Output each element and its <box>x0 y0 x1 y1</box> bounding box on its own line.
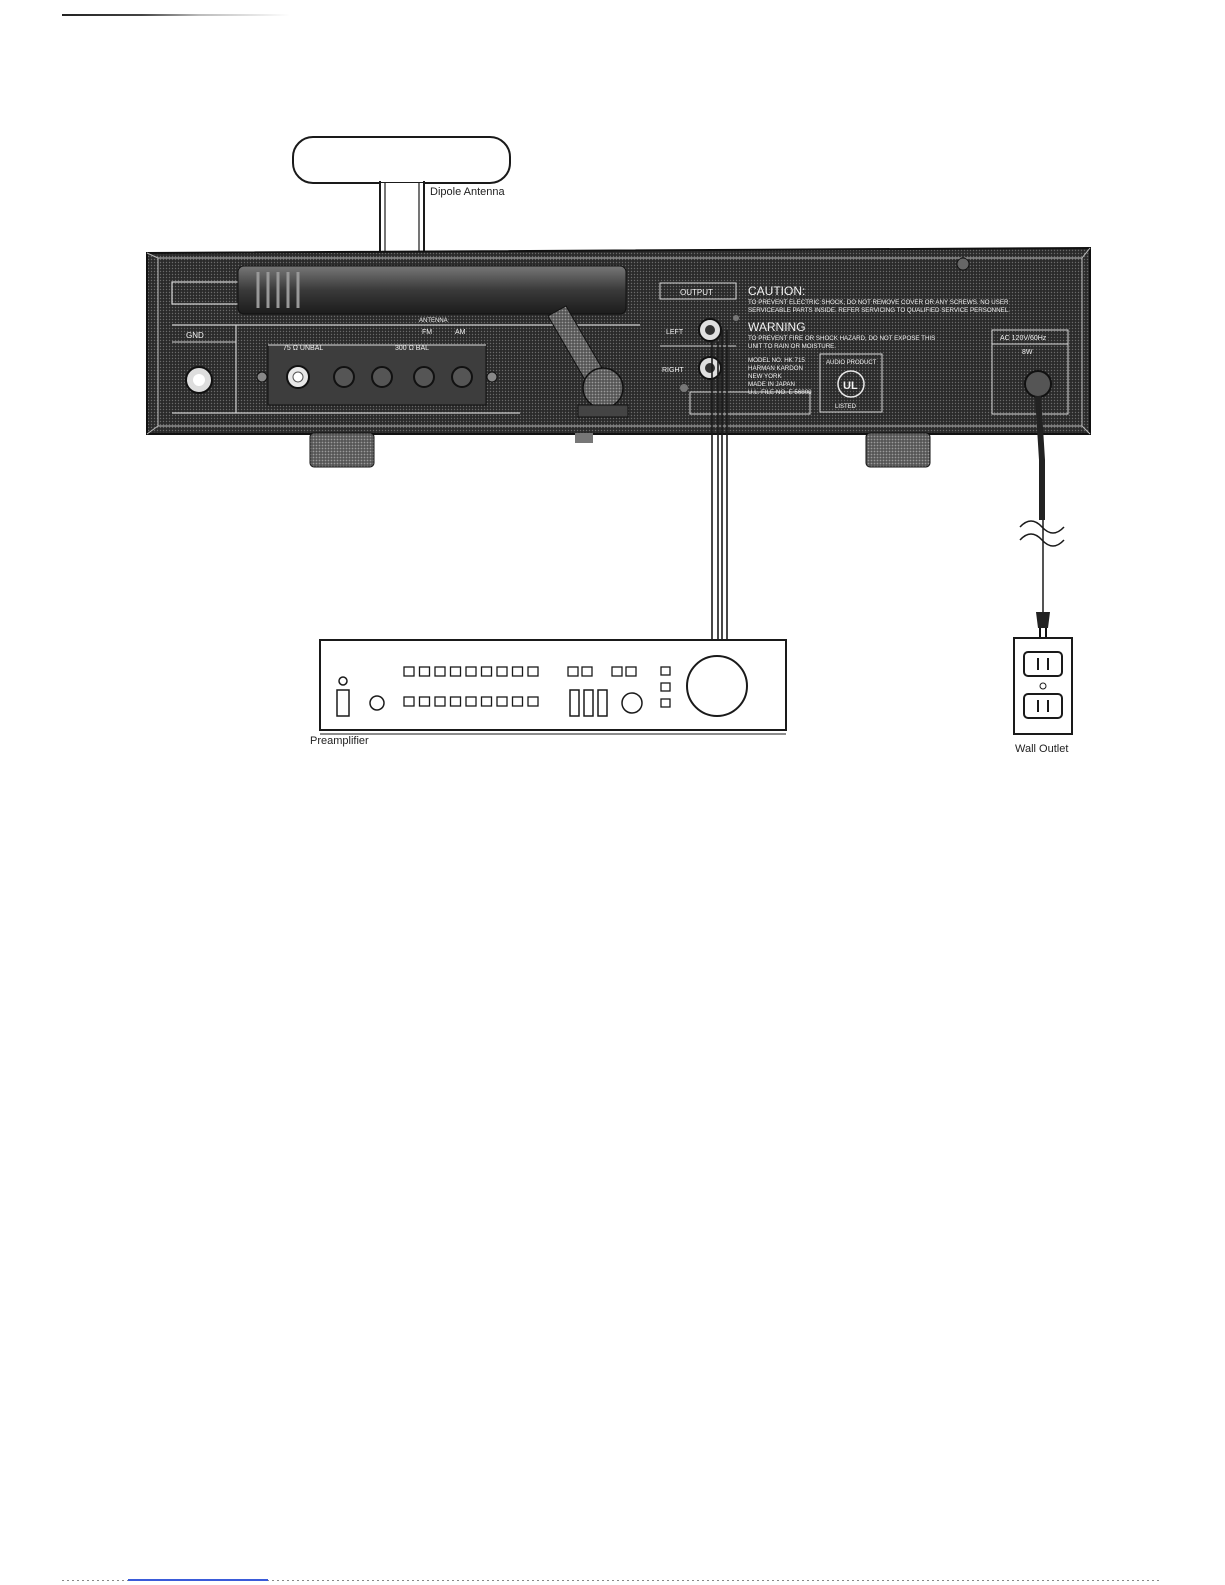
preamp-mode-button[interactable] <box>660 682 671 692</box>
preamp-button[interactable] <box>403 696 415 707</box>
ul-mark: UL <box>843 380 858 392</box>
preamp-button[interactable] <box>567 666 579 677</box>
warning-line-2: UNIT TO RAIN OR MOISTURE. <box>748 343 836 350</box>
model-line-5: U.L. FILE NO. E 56808 <box>748 389 812 396</box>
preamp-mode-button[interactable] <box>660 666 671 676</box>
screw-icon <box>956 257 970 271</box>
dipole-antenna-label: Dipole Antenna <box>430 186 505 198</box>
header-rule <box>62 14 290 16</box>
footer-rule <box>62 1580 1162 1581</box>
preamp-button[interactable] <box>480 666 493 677</box>
preamplifier <box>319 639 787 735</box>
preamplifier-label: Preamplifier <box>310 735 369 747</box>
power-switch[interactable] <box>336 689 350 717</box>
warning-line-1: TO PREVENT FIRE OR SHOCK HAZARD, DO NOT … <box>748 335 935 342</box>
heatsink-fins <box>256 272 300 308</box>
antenna-terminals[interactable] <box>256 365 498 389</box>
volume-knob[interactable] <box>686 655 748 717</box>
gnd-label: GND <box>186 331 204 340</box>
audio-cables <box>711 330 728 640</box>
am-label: AM <box>455 329 466 336</box>
power-cord-strain-relief <box>1024 370 1052 398</box>
bal-300-terminal-1[interactable] <box>371 366 393 388</box>
audio-product-label: AUDIO PRODUCT <box>826 360 877 366</box>
preamp-mode-button[interactable] <box>660 698 671 708</box>
preamp-button[interactable] <box>480 696 493 707</box>
fm-label: FM <box>422 329 432 336</box>
am-loop-pivot[interactable] <box>582 367 624 409</box>
model-line-4: MADE IN JAPAN <box>748 381 795 388</box>
wall-outlet-label: Wall Outlet <box>1015 743 1068 755</box>
preamp-button[interactable] <box>465 696 477 707</box>
power-led-icon <box>338 676 348 686</box>
right-label: RIGHT <box>662 367 685 374</box>
preamp-button[interactable] <box>527 666 539 677</box>
preamp-button[interactable] <box>465 666 477 677</box>
power-cord <box>1019 395 1065 640</box>
preamp-button-row[interactable] <box>403 666 671 708</box>
unbal-label: 75 Ω UNBAL <box>283 345 323 352</box>
preamp-button[interactable] <box>449 696 462 707</box>
output-label: OUTPUT <box>680 288 713 297</box>
balance-knob[interactable] <box>621 692 643 714</box>
preamp-button[interactable] <box>496 696 508 707</box>
preamp-button[interactable] <box>611 666 623 677</box>
preamp-button[interactable] <box>403 666 415 677</box>
bal-label: 300 Ω BAL <box>395 345 429 352</box>
preamp-button[interactable] <box>581 666 593 677</box>
preamp-button[interactable] <box>418 666 431 677</box>
preamp-button[interactable] <box>434 696 446 707</box>
model-line-3: NEW YORK <box>748 373 782 380</box>
bal-300-terminal-2[interactable] <box>413 366 435 388</box>
caution-title: CAUTION: <box>748 284 805 298</box>
model-line-2: HARMAN KARDON <box>748 365 803 372</box>
preamp-button[interactable] <box>527 696 539 707</box>
preamp-button[interactable] <box>496 666 508 677</box>
caution-line-1: TO PREVENT ELECTRIC SHOCK, DO NOT REMOVE… <box>748 299 1009 306</box>
ac-rating-label: AC 120V/60Hz <box>1000 335 1047 342</box>
listed-label: LISTED <box>835 404 857 410</box>
preamp-button[interactable] <box>625 666 637 677</box>
headphone-jack-icon <box>369 695 385 711</box>
left-label: LEFT <box>666 329 684 336</box>
wall-outlet <box>1013 637 1073 735</box>
model-line-1: MODEL NO. HK 715 <box>748 357 805 364</box>
warning-title: WARNING <box>748 320 806 334</box>
preamp-button[interactable] <box>511 696 524 707</box>
preamp-button[interactable] <box>511 666 524 677</box>
preamp-button[interactable] <box>449 666 462 677</box>
footer-accent-rule <box>128 1579 268 1581</box>
antenna-label: ANTENNA <box>419 318 448 324</box>
tuner-rear-panel: GND 75 Ω UNBAL 300 Ω BAL FM AM ANTENNA <box>146 246 1091 468</box>
preamp-button[interactable] <box>434 666 446 677</box>
am-terminal[interactable] <box>451 366 473 388</box>
preamp-button[interactable] <box>418 696 431 707</box>
ul-logo-icon <box>837 370 865 398</box>
caution-line-2: SERVICEABLE PARTS INSIDE. REFER SERVICIN… <box>748 307 1010 314</box>
watt-label: 8W <box>1022 349 1033 356</box>
